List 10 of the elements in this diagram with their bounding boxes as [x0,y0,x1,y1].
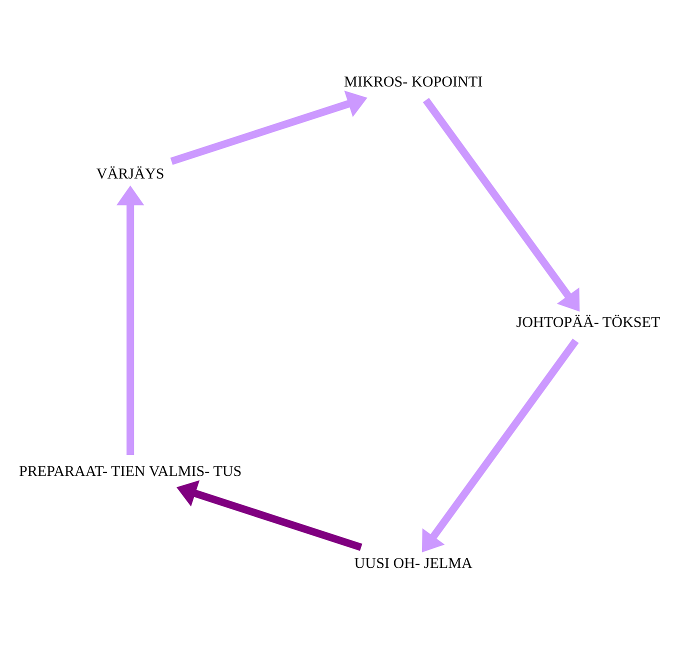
node-text: UUSI OH- JELMA [354,555,472,572]
arrow [116,184,144,454]
arrow [422,97,580,312]
node-text: JOHTOPÄÄ- TÖKSET [516,314,660,331]
node-text: PREPARAAT- TIEN VALMIS- TUS [18,463,242,480]
arrow [170,90,368,164]
node-text: MIKROS- KOPOINTI [344,74,483,90]
arrow [422,338,579,552]
arrow [176,480,362,550]
node-text: VÄRJÄYS [96,166,164,182]
